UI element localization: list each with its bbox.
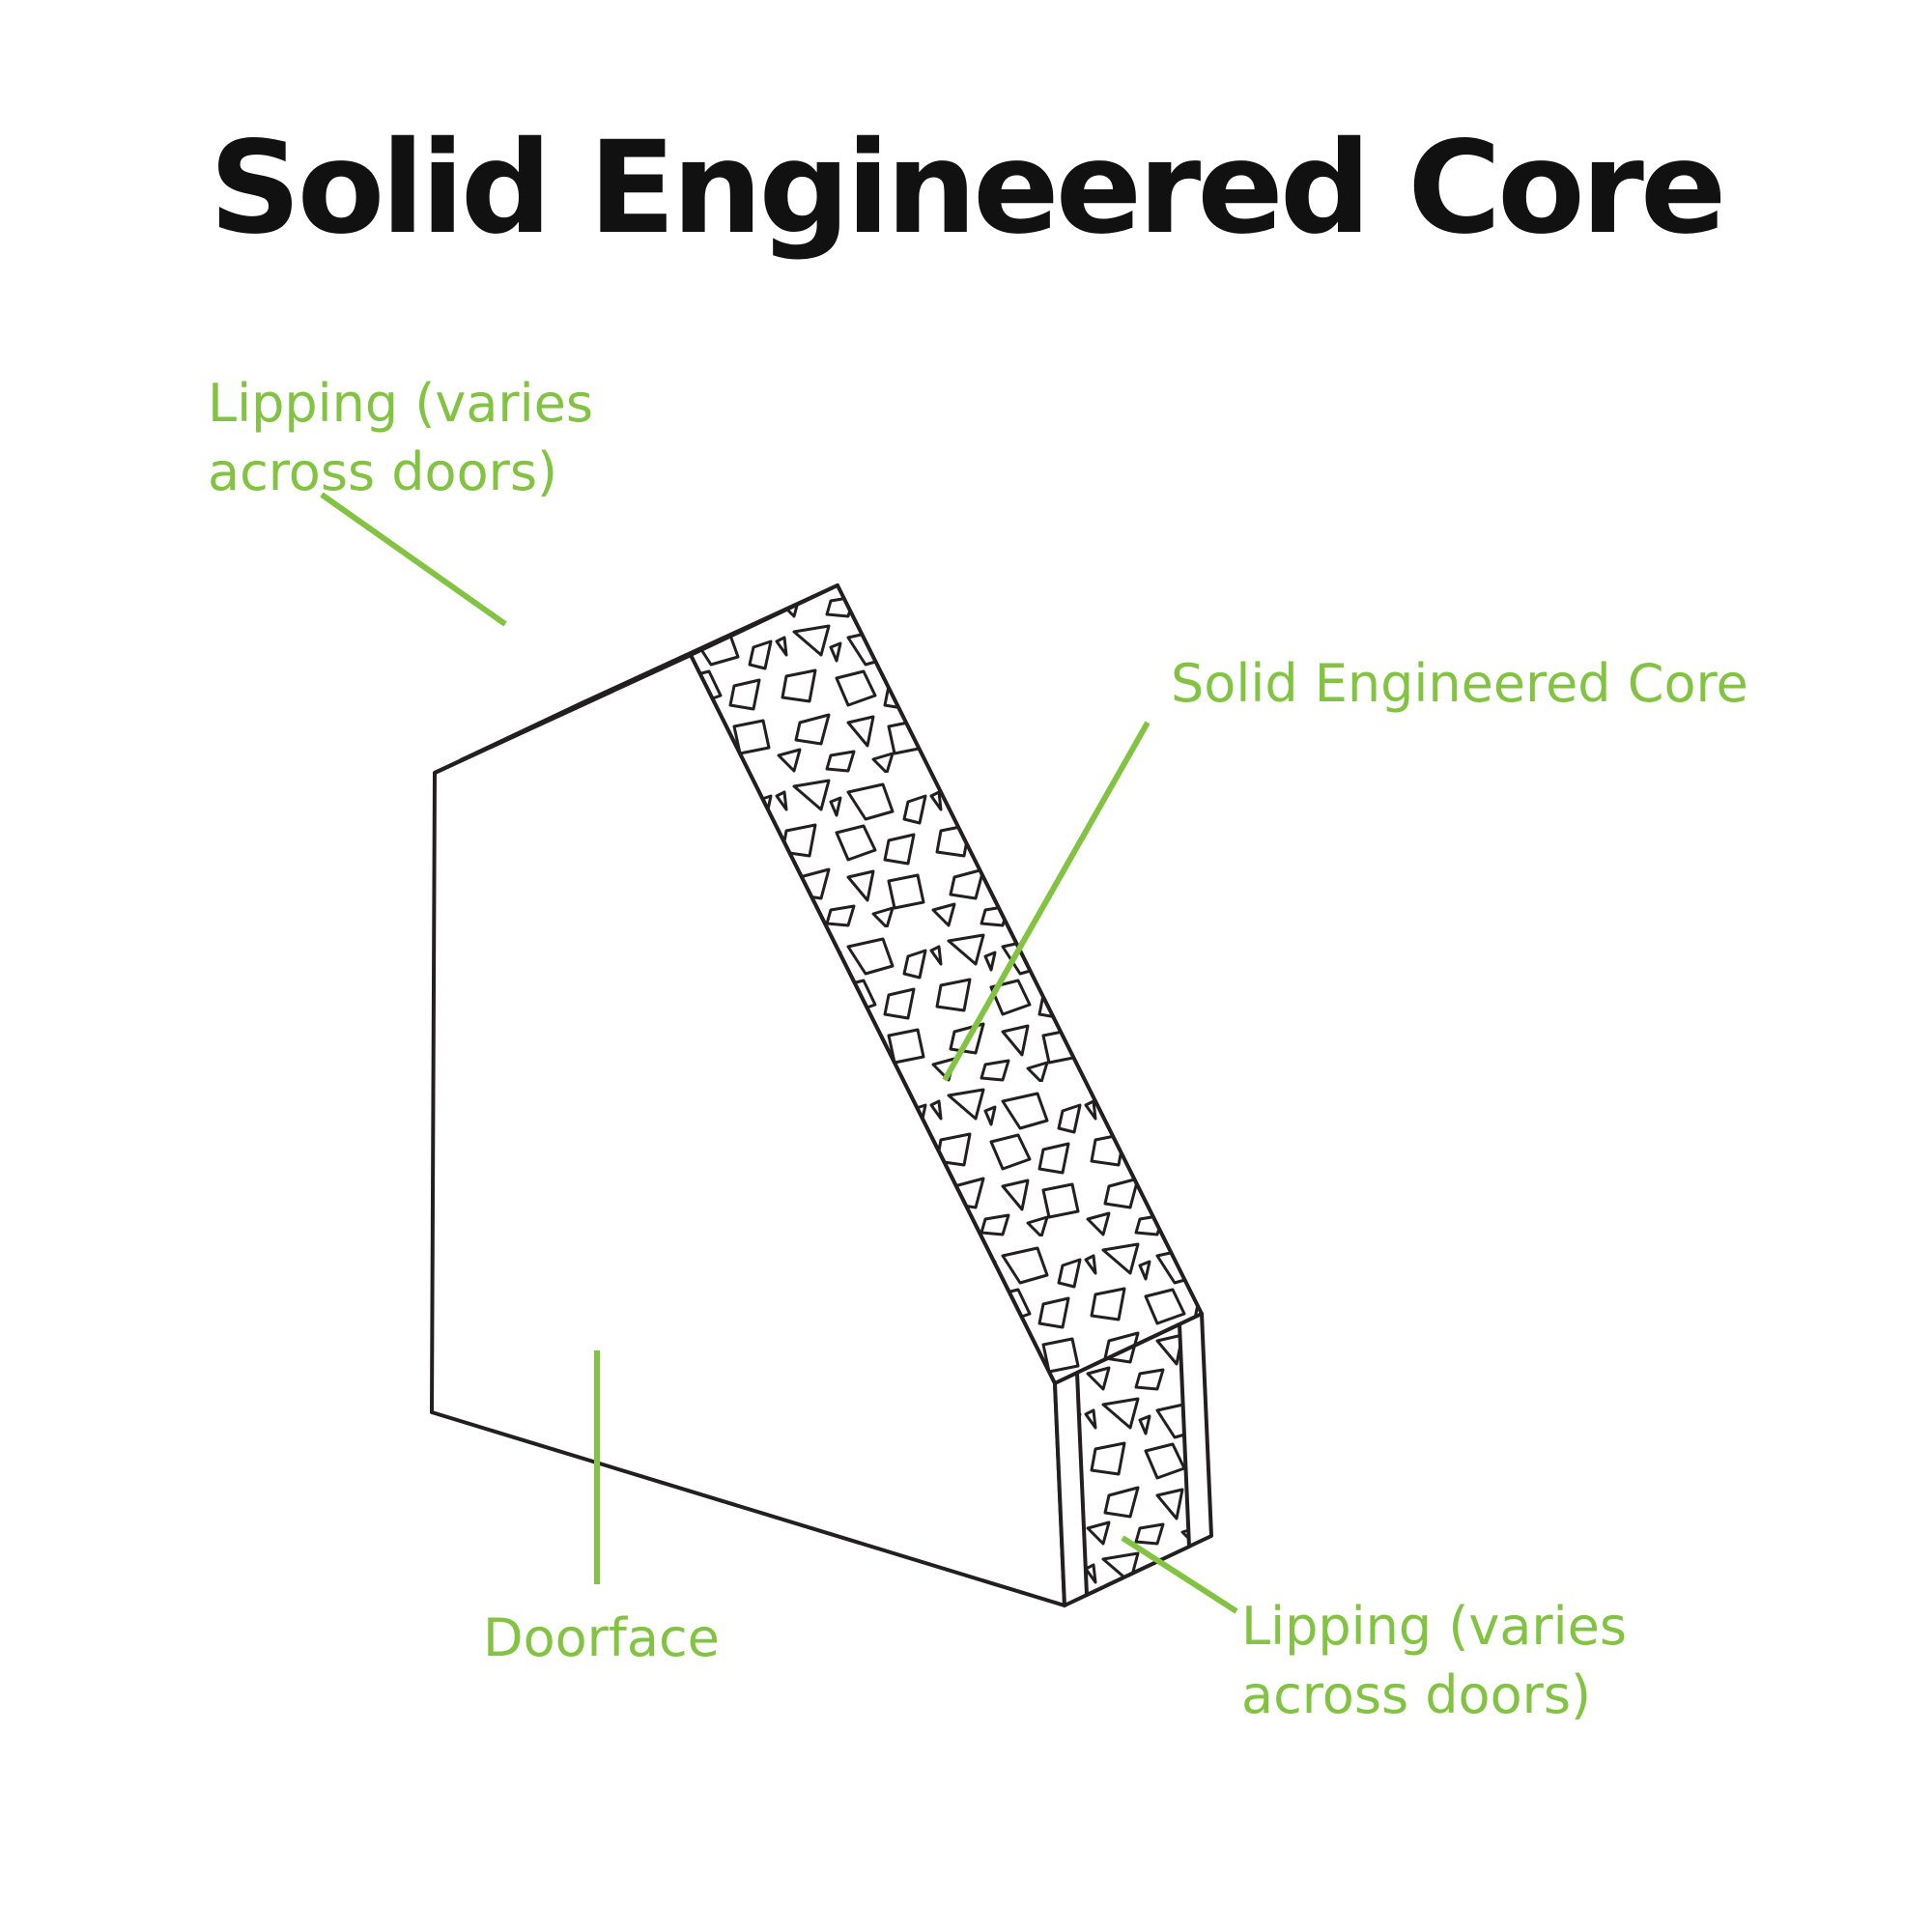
page-title: Solid Engineered Core bbox=[209, 114, 1727, 263]
label-lipping-bottom-line1: Lipping (varies bbox=[1241, 1596, 1627, 1657]
label-doorface-text: Doorface bbox=[483, 1607, 720, 1668]
bottom-lipping-core-strip bbox=[1075, 1322, 1191, 1597]
leader-line-core bbox=[942, 721, 1151, 1082]
label-lipping-top: Lipping (varies across doors) bbox=[208, 369, 593, 507]
leader-line-lipping-bottom bbox=[1121, 1535, 1238, 1614]
label-core-text: Solid Engineered Core bbox=[1171, 653, 1748, 714]
label-lipping-top-line2: across doors) bbox=[208, 441, 558, 503]
label-lipping-bottom-line2: across doors) bbox=[1241, 1664, 1592, 1726]
label-lipping-top-line1: Lipping (varies bbox=[208, 373, 593, 434]
label-lipping-bottom: Lipping (varies across doors) bbox=[1241, 1592, 1627, 1730]
label-core: Solid Engineered Core bbox=[1171, 649, 1748, 718]
leader-line-lipping-top bbox=[320, 492, 507, 627]
label-doorface: Doorface bbox=[483, 1604, 720, 1672]
